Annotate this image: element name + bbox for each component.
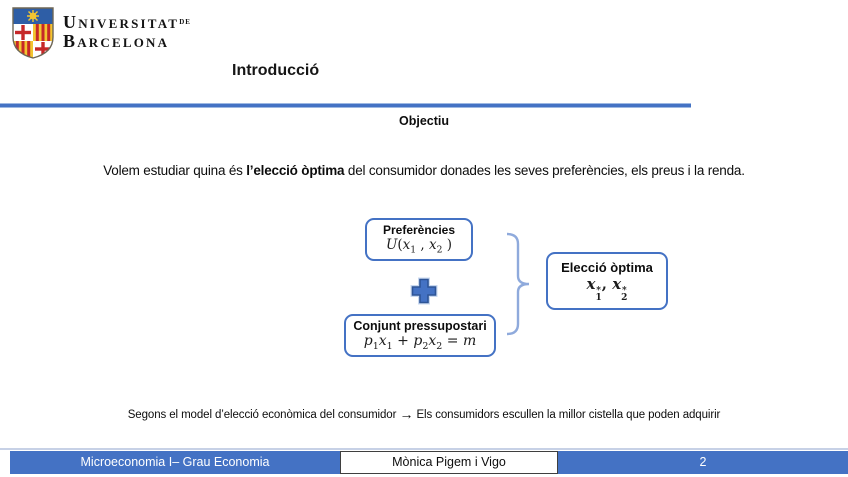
arrow-right-icon: →: [399, 405, 414, 422]
preferences-formula: U(x1 , x2 ): [385, 237, 453, 256]
footer-course: Microeconomia I– Grau Economia: [10, 451, 340, 474]
optimal-title: Elecció òptima: [561, 260, 653, 275]
preferences-box: Preferències U(x1 , x2 ): [365, 218, 473, 261]
footer-author: Mònica Pigem i Vigo: [340, 451, 558, 474]
conclusion-pre: Segons el model d’elecció econòmica del …: [127, 408, 400, 421]
objective-heading: Objectiu: [398, 114, 449, 128]
intro-post: del consumidor donades les seves preferè…: [344, 162, 745, 178]
optimal-choice-box: Elecció òptima x*1, x*2: [546, 252, 668, 311]
conclusion-post: Els consumidors escullen la millor ciste…: [413, 408, 721, 421]
right-brace-icon: [506, 232, 530, 336]
budget-formula: p1x1 + p2x2 = m: [363, 333, 477, 352]
ub-shield-icon: [12, 7, 54, 59]
footer-divider: [0, 448, 848, 450]
budget-title: Conjunt pressupostari: [353, 319, 487, 333]
optimal-formula: x*1, x*2: [586, 275, 628, 304]
preferences-title: Preferències: [382, 223, 456, 237]
header-rule: [0, 103, 691, 108]
slide-title: Introducció: [232, 62, 320, 79]
intro-pre: Volem estudiar quina és: [103, 162, 247, 178]
intro-text: Volem estudiar quina és l’elecció òptima…: [0, 163, 848, 178]
logo-text: Universitatde Barcelona: [63, 13, 191, 59]
logo-barcelona: Barcelona: [63, 30, 170, 51]
conclusion-text: Segons el model d’elecció econòmica del …: [0, 406, 848, 422]
footer-page-number: 2: [558, 451, 848, 474]
ub-logo: Universitatde Barcelona: [10, 7, 191, 59]
logo-universitat: Universitat: [63, 12, 180, 32]
plus-icon: [410, 277, 438, 305]
intro-bold: l’elecció òptima: [246, 162, 345, 178]
budget-box: Conjunt pressupostari p1x1 + p2x2 = m: [344, 314, 496, 357]
logo-de: de: [179, 16, 191, 27]
